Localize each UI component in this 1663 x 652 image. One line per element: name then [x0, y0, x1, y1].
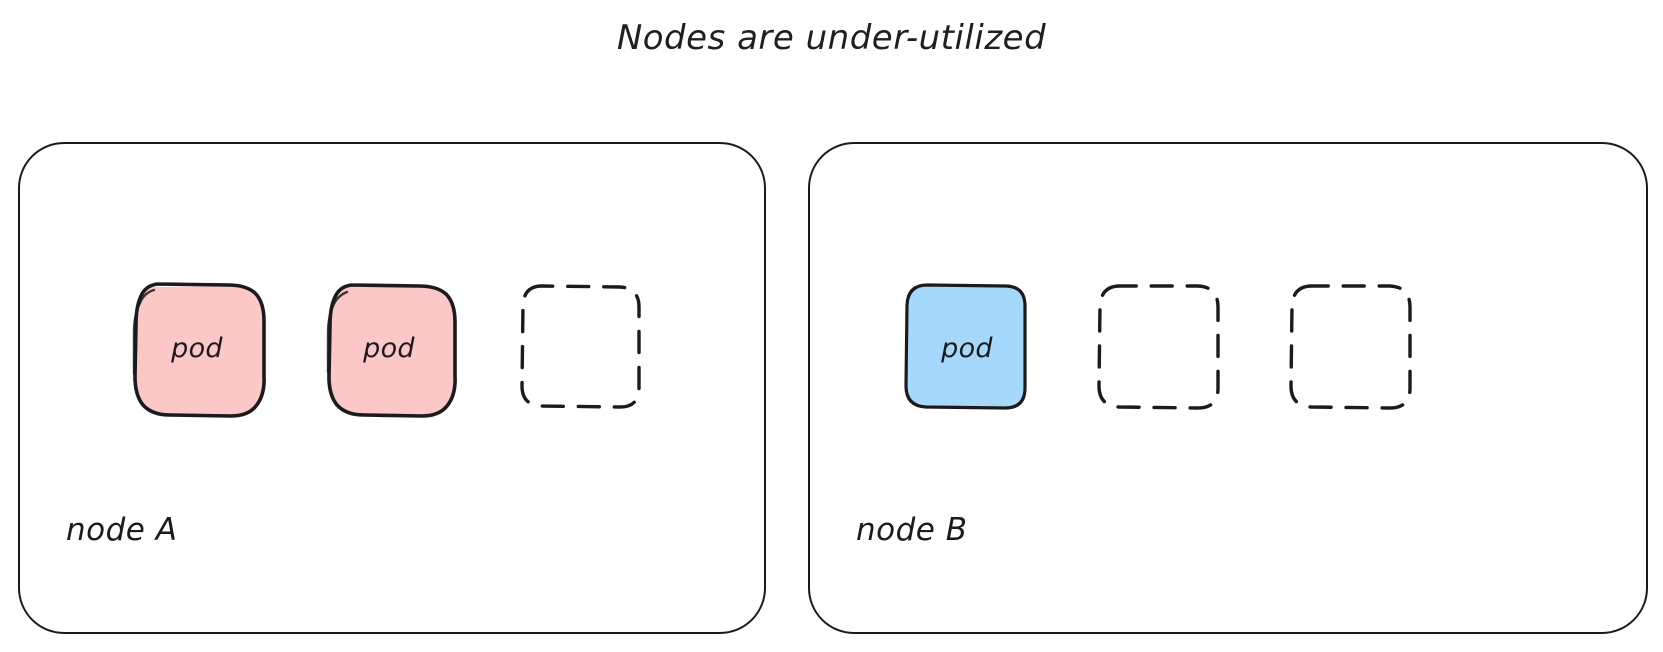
pod-a1-sketch-stroke	[132, 288, 156, 376]
pod-a1-outline	[133, 282, 266, 418]
pod-a2-sketch-stroke	[326, 290, 349, 374]
node-b-label: node B	[856, 512, 968, 548]
empty-slot-b2-outline	[1097, 284, 1220, 410]
pod-a2-fill	[327, 286, 455, 416]
page-title: Nodes are under-utilized	[616, 18, 1047, 58]
empty-slot-b3-outline	[1289, 284, 1412, 410]
pod-b1[interactable]: pod	[902, 282, 1032, 414]
pod-a2-outline	[327, 283, 457, 418]
empty-slot-a3-outline	[520, 284, 641, 409]
empty-slot-a3[interactable]	[516, 282, 646, 414]
slot-row-b: pod	[810, 282, 1646, 422]
pod-a1[interactable]: pod	[132, 282, 266, 418]
empty-slot-b2[interactable]	[1094, 282, 1224, 414]
slot-row-a: pod pod	[20, 282, 764, 422]
node-a-label: node A	[66, 512, 178, 548]
node-container-b: pod node B	[808, 142, 1648, 634]
node-container-a: pod pod node A	[18, 142, 766, 634]
pod-a1-fill	[134, 286, 264, 416]
pod-b1-shape	[904, 283, 1027, 410]
pod-a2[interactable]: pod	[324, 282, 457, 418]
empty-slot-b3[interactable]	[1286, 282, 1416, 414]
